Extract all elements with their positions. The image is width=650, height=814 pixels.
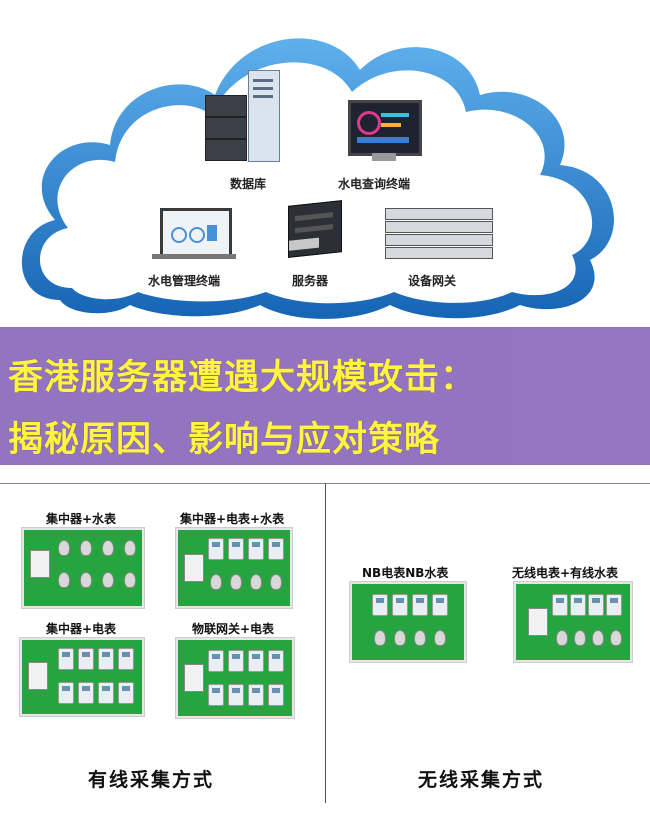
electric-meter-icon — [552, 594, 568, 616]
banner-title-line2: 揭秘原因、影响与应对策略 — [8, 420, 441, 460]
water-meter-icon — [394, 630, 406, 646]
electric-meter-icon — [118, 682, 134, 704]
electric-meter-icon — [228, 650, 244, 672]
electric-meter-icon — [78, 682, 94, 704]
electric-meter-icon — [588, 594, 604, 616]
management-terminal-label: 水电管理终端 — [148, 274, 221, 288]
water-meter-icon — [574, 630, 586, 646]
electric-meter-icon — [208, 538, 224, 560]
wired-panel2-title: 集中器+电表+水表 — [180, 512, 285, 526]
gateway-label: 设备网关 — [408, 274, 457, 288]
water-meter-icon — [102, 572, 114, 588]
server-icon — [288, 200, 342, 258]
wired-panel3-title: 集中器+电表 — [46, 622, 117, 636]
concentrator-icon — [184, 554, 204, 582]
electric-meter-icon — [570, 594, 586, 616]
electric-meter-icon — [268, 538, 284, 560]
water-meter-icon — [270, 574, 282, 590]
gateway-icon — [385, 208, 493, 259]
wireless-panel1-title: NB电表NB水表 — [362, 566, 449, 580]
electric-meter-icon — [372, 594, 388, 616]
concentrator-icon — [528, 608, 548, 636]
water-meter-icon — [434, 630, 446, 646]
water-meter-icon — [374, 630, 386, 646]
database-label: 数据库 — [230, 177, 267, 191]
water-meter-icon — [58, 540, 70, 556]
concentrator-icon — [30, 550, 50, 578]
water-meter-icon — [124, 540, 136, 556]
electric-meter-icon — [208, 650, 224, 672]
electric-meter-icon — [432, 594, 448, 616]
electric-meter-icon — [248, 684, 264, 706]
electric-meter-icon — [248, 650, 264, 672]
iot-gateway-icon — [184, 664, 204, 692]
water-meter-icon — [80, 572, 92, 588]
electric-meter-icon — [268, 650, 284, 672]
wired-panel3-board — [20, 638, 144, 716]
water-meter-icon — [592, 630, 604, 646]
water-meter-icon — [102, 540, 114, 556]
electric-meter-icon — [58, 648, 74, 670]
wireless-footer-title: 无线采集方式 — [418, 769, 545, 791]
cloud-diagram: 数据库 水电查询终端 水电管理终端 服务器 设备网关 — [0, 0, 650, 330]
water-meter-icon — [58, 572, 70, 588]
wired-panel2-board — [176, 528, 292, 608]
electric-meter-icon — [98, 682, 114, 704]
electric-meter-icon — [228, 538, 244, 560]
electric-meter-icon — [78, 648, 94, 670]
title-banner: 香港服务器遭遇大规模攻击： 揭秘原因、影响与应对策略 — [0, 327, 650, 465]
monitor-stand — [372, 153, 396, 161]
database-icon — [205, 95, 251, 161]
water-meter-icon — [124, 572, 136, 588]
wired-panel1-title: 集中器+水表 — [46, 512, 117, 526]
section-divider-vertical — [325, 483, 326, 803]
water-meter-icon — [250, 574, 262, 590]
wireless-panel1-board — [350, 582, 466, 662]
water-meter-icon — [556, 630, 568, 646]
electric-meter-icon — [208, 684, 224, 706]
water-meter-icon — [414, 630, 426, 646]
wireless-panel2-title: 无线电表+有线水表 — [512, 566, 619, 580]
electric-meter-icon — [412, 594, 428, 616]
water-meter-icon — [210, 574, 222, 590]
water-meter-icon — [80, 540, 92, 556]
wired-panel4-board — [176, 638, 294, 718]
wired-panel4-title: 物联网关+电表 — [192, 622, 275, 636]
electric-meter-icon — [58, 682, 74, 704]
electric-meter-icon — [98, 648, 114, 670]
laptop-icon — [160, 208, 232, 258]
server-label: 服务器 — [292, 274, 329, 288]
electric-meter-icon — [228, 684, 244, 706]
laptop-base — [152, 254, 236, 259]
wireless-panel2-board — [514, 582, 632, 662]
electric-meter-icon — [248, 538, 264, 560]
water-meter-icon — [230, 574, 242, 590]
electric-meter-icon — [606, 594, 622, 616]
banner-title-line1: 香港服务器遭遇大规模攻击： — [8, 358, 477, 398]
electric-meter-icon — [118, 648, 134, 670]
monitor-icon — [348, 100, 422, 156]
electric-meter-icon — [392, 594, 408, 616]
query-terminal-label: 水电查询终端 — [338, 177, 411, 191]
server-tower-icon — [248, 70, 280, 162]
wired-footer-title: 有线采集方式 — [88, 769, 215, 791]
water-meter-icon — [610, 630, 622, 646]
wired-panel1-board — [22, 528, 144, 608]
concentrator-icon — [28, 662, 48, 690]
electric-meter-icon — [268, 684, 284, 706]
